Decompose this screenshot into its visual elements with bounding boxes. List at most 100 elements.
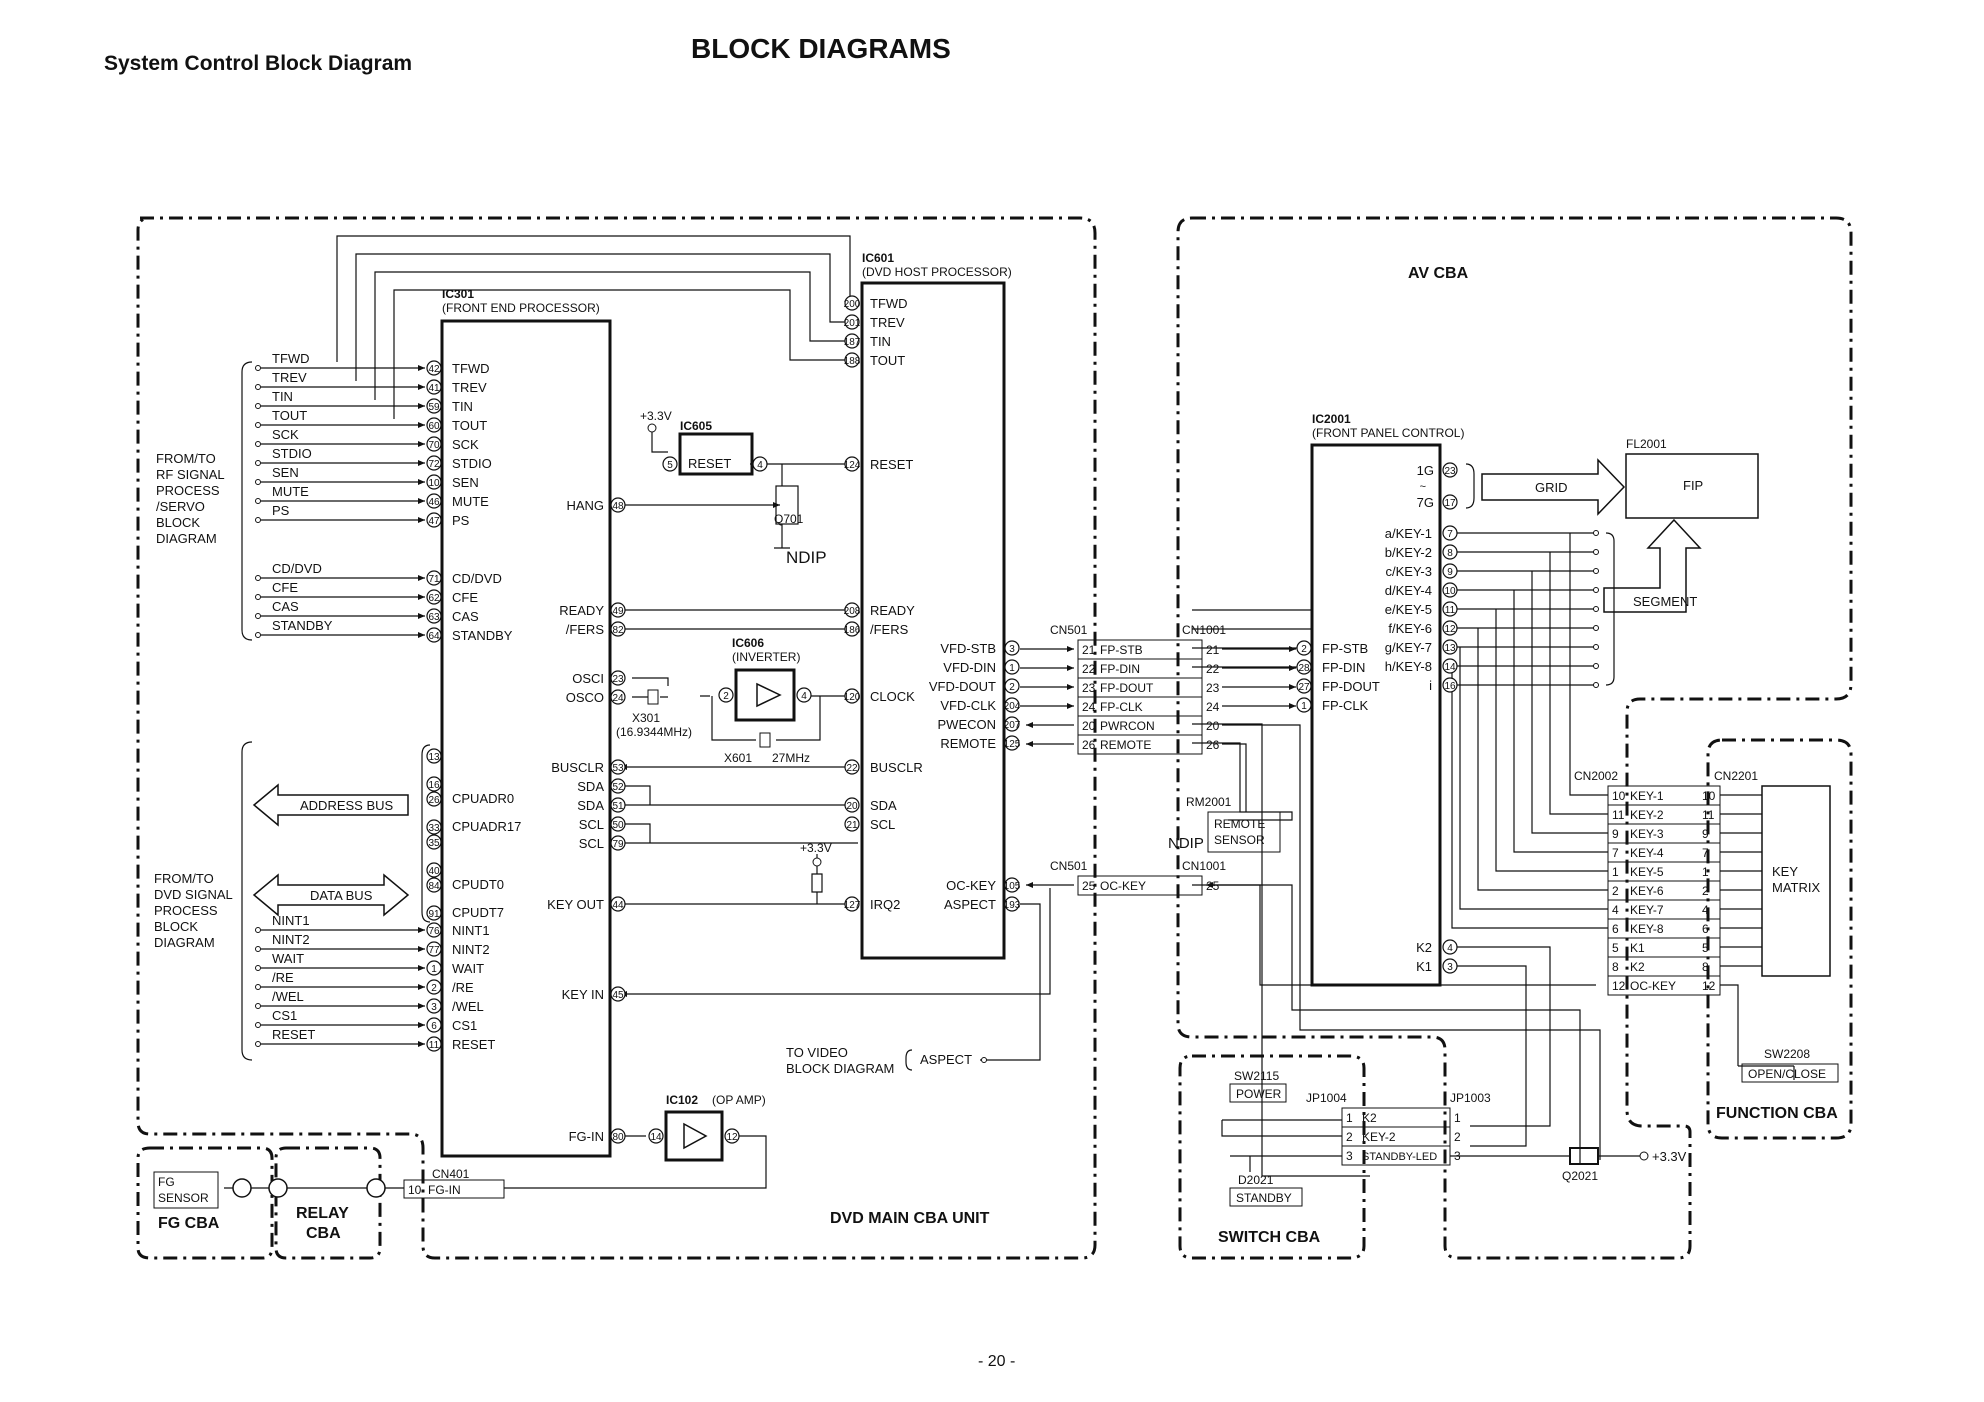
wire <box>1222 743 1247 812</box>
pin-label: FP-STB <box>1322 641 1368 656</box>
pin-circle <box>426 627 442 643</box>
pin-number: 4 <box>801 691 807 702</box>
supply-terminal <box>647 423 657 433</box>
connector-pin: 21 <box>1082 643 1096 657</box>
connector-pin: 20 <box>1082 719 1096 733</box>
pin-circle <box>844 602 860 618</box>
pin-circle <box>1442 939 1458 955</box>
pin-circle <box>724 1128 740 1144</box>
pin-circle <box>844 896 860 912</box>
part-freq: (16.9344MHz) <box>616 725 692 739</box>
pin-number: 124 <box>844 460 861 471</box>
connector-label: KEY-8 <box>1630 922 1664 936</box>
pin-number: 47 <box>428 516 440 527</box>
supply-label: +3.3V <box>640 409 672 423</box>
connector-ref: CN1001 <box>1182 859 1226 873</box>
connector-row <box>1341 1145 1451 1166</box>
terminal <box>1593 587 1599 593</box>
note-line: /SERVO <box>156 499 205 514</box>
pin-number: 207 <box>1004 720 1021 731</box>
pin-label: SCL <box>579 836 604 851</box>
terminal <box>255 422 261 428</box>
connector-pin: 2 <box>1454 1130 1461 1144</box>
connector-label: FP-DOUT <box>1100 681 1154 695</box>
dvd-main-board-outline <box>136 216 1097 1260</box>
signal-label: SCK <box>272 427 299 442</box>
pin-circle <box>1442 601 1458 617</box>
part-freq: 27MHz <box>772 751 810 765</box>
pin-circle <box>610 986 626 1002</box>
pin-circle <box>610 797 626 813</box>
connector-row <box>1341 1126 1451 1147</box>
part-label: POWER <box>1236 1087 1282 1101</box>
fip-box <box>1625 453 1759 519</box>
pin-label: ASPECT <box>944 897 996 912</box>
connector-pin: 25 <box>1082 879 1096 893</box>
pin-circle <box>426 512 442 528</box>
q2021-box <box>1569 1147 1599 1165</box>
fg-sensor-box <box>153 1171 219 1209</box>
connector-pin: 1 <box>1702 865 1709 879</box>
terminal <box>255 927 261 933</box>
inverter-symbol <box>756 682 782 708</box>
svg-text:MATRIX: MATRIX <box>1772 880 1820 895</box>
ic601-name: (DVD HOST PROCESSOR) <box>862 265 1012 279</box>
signal-label: CFE <box>272 580 298 595</box>
pin-number: 4 <box>1447 943 1453 954</box>
pin-label: HANG <box>566 498 604 513</box>
note-line: BLOCK <box>154 919 198 934</box>
ic606-box <box>734 668 796 722</box>
pin-label: i <box>1429 678 1432 693</box>
pin-label: TOUT <box>452 418 487 433</box>
pin-number: 10 <box>428 478 440 489</box>
note-line: BLOCK DIAGRAM <box>786 1061 894 1076</box>
pin-label: TFWD <box>870 296 908 311</box>
wire <box>1206 882 1596 986</box>
connector-pin: 7 <box>1612 846 1619 860</box>
connector-ref: CN2002 <box>1574 769 1618 783</box>
wire <box>905 1049 913 1071</box>
pin-number: 35 <box>428 838 440 849</box>
connector-pin: 11 <box>1702 808 1715 822</box>
dvd-main-board-label: DVD MAIN CBA UNIT <box>830 1210 990 1227</box>
terminal <box>255 1041 261 1047</box>
signal-label: RESET <box>272 1027 315 1042</box>
signal-label: TOUT <box>272 408 307 423</box>
signal-label: NINT1 <box>272 913 310 928</box>
pin-circle <box>1442 582 1458 598</box>
note-line: BLOCK <box>156 515 200 530</box>
pin-label: WAIT <box>452 961 484 976</box>
pin-number: 17 <box>1444 498 1456 509</box>
pin-label: VFD-CLK <box>940 698 996 713</box>
pin-circle <box>610 602 626 618</box>
pin-number: 91 <box>428 909 440 920</box>
connector-label: K1 <box>1630 941 1645 955</box>
pin-number: 188 <box>844 356 861 367</box>
pin-number: 53 <box>612 763 624 774</box>
pin-label: SDA <box>870 798 897 813</box>
av-board-label: AV CBA <box>1408 265 1469 282</box>
pin-label: CPUADR0 <box>452 791 514 806</box>
pin-circle <box>426 776 442 792</box>
part-label: OPEN/CLOSE <box>1748 1067 1826 1081</box>
connector-pin: 4 <box>1702 903 1709 917</box>
grid-label: GRID <box>1535 480 1568 495</box>
pin-number: 13 <box>1444 643 1456 654</box>
pin-circle <box>1004 678 1020 694</box>
connector-label: FP-CLK <box>1100 700 1143 714</box>
pin-label: CS1 <box>452 1018 477 1033</box>
connector-label: KEY-4 <box>1630 846 1664 860</box>
pin-circle <box>844 797 860 813</box>
note-line: RF SIGNAL <box>156 467 225 482</box>
pin-label: CFE <box>452 590 478 605</box>
connector-row <box>1077 875 1203 896</box>
pin-circle <box>426 474 442 490</box>
pin-number: 76 <box>428 926 440 937</box>
pin-number: 14 <box>650 1132 662 1143</box>
pin-circle <box>844 621 860 637</box>
connector-pin: 9 <box>1702 827 1709 841</box>
